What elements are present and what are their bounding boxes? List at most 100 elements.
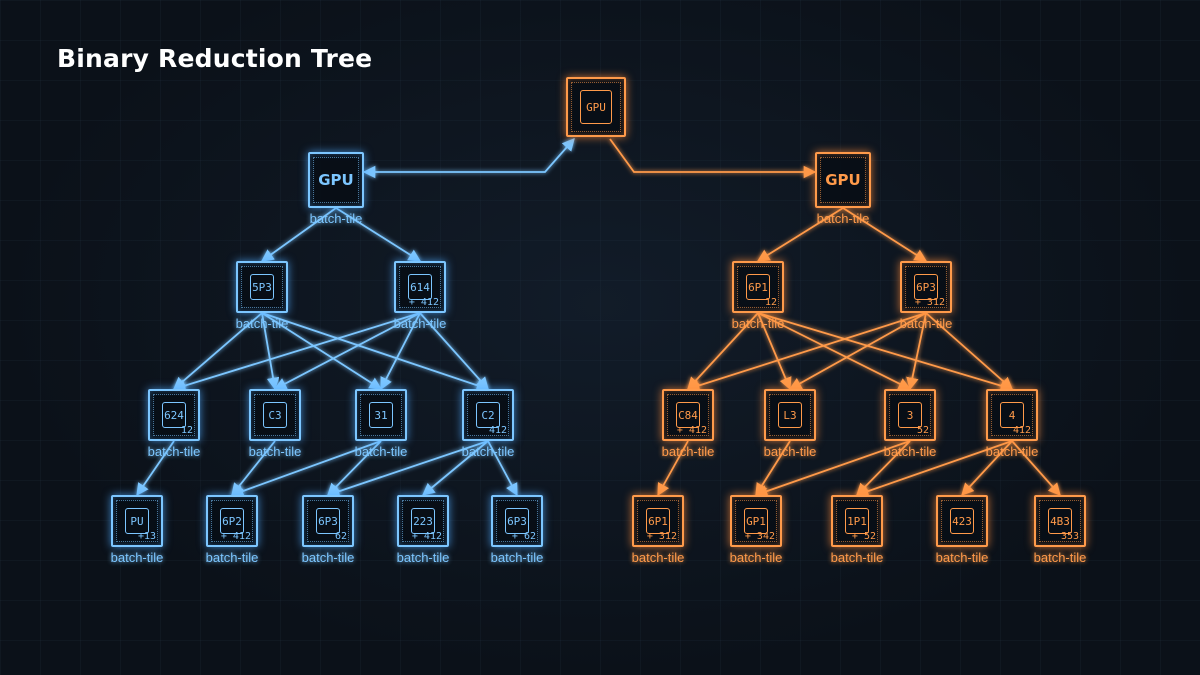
node-caption: batch-tile xyxy=(309,211,363,226)
right-edge-l1-l2 xyxy=(757,312,1014,392)
right-edge-l2-l3 xyxy=(657,440,689,497)
node-label: C3 xyxy=(263,402,287,428)
left-edge-l1-l2 xyxy=(173,312,263,390)
diagram-title: Binary Reduction Tree xyxy=(57,44,373,73)
node-sublabel: + 312 xyxy=(914,297,945,308)
node-caption: batch-tile xyxy=(883,444,937,459)
node-label: 6P3 xyxy=(505,508,529,534)
node-sublabel: 12 xyxy=(764,297,777,308)
node-label: 1P1 xyxy=(845,508,869,534)
left-edge-root-l1 xyxy=(335,207,422,262)
chip-icon: GPU xyxy=(566,77,626,137)
node-caption: batch-tile xyxy=(205,550,259,565)
chip-icon: 423 xyxy=(936,495,988,547)
left-edge-l1-l2 xyxy=(261,312,490,392)
node-label: 3 xyxy=(898,402,922,428)
node-sublabel: +13 xyxy=(137,531,156,542)
node-label: 6P1 xyxy=(646,508,670,534)
right-edge-root-l1 xyxy=(842,207,928,262)
node-caption: batch-tile xyxy=(110,550,164,565)
node-label: 223 xyxy=(411,508,435,534)
node-caption: batch-tile xyxy=(235,316,289,331)
node-caption: batch-tile xyxy=(830,550,884,565)
left-edge-l2-l3 xyxy=(422,440,489,496)
node-caption: batch-tile xyxy=(729,550,783,565)
node-label: 5P3 xyxy=(250,274,274,300)
chip-icon: 6P3+ 312 xyxy=(900,261,952,313)
node-label: 624 xyxy=(162,402,186,428)
left-edge-l2-l3 xyxy=(136,440,175,497)
chip-icon: GPU xyxy=(815,152,871,208)
right-edge-l1-l2 xyxy=(687,312,759,390)
node-caption: batch-tile xyxy=(985,444,1039,459)
node-sublabel: + 412 xyxy=(411,531,442,542)
node-caption: batch-tile xyxy=(661,444,715,459)
left-edge-l2-l3 xyxy=(326,440,489,498)
node-label: GP1 xyxy=(744,508,768,534)
right-edge-root-l1 xyxy=(756,207,844,262)
node-caption: batch-tile xyxy=(396,550,450,565)
node-label: 4B3 xyxy=(1048,508,1072,534)
chip-icon: 6P1+ 312 xyxy=(632,495,684,547)
right-edge-l2-l3 xyxy=(1011,440,1061,496)
right-edge-l1-l2 xyxy=(757,312,912,390)
node-sublabel: + 62 xyxy=(511,531,536,542)
node-caption: batch-tile xyxy=(147,444,201,459)
chip-icon: 31 xyxy=(355,389,407,441)
node-caption: batch-tile xyxy=(393,316,447,331)
node-sublabel: + 412 xyxy=(220,531,251,542)
node-label: GPU xyxy=(825,171,861,189)
top-to-left-link xyxy=(362,138,575,179)
node-sublabel: 412 xyxy=(488,425,507,436)
node-label: C2 xyxy=(476,402,500,428)
node-sublabel: + 52 xyxy=(851,531,876,542)
left-edge-l1-l2 xyxy=(419,312,489,390)
node-sublabel: + 412 xyxy=(408,297,439,308)
node-caption: batch-tile xyxy=(631,550,685,565)
node-sublabel: + 312 xyxy=(646,531,677,542)
right-edge-l1-l2 xyxy=(788,312,927,390)
node-label: GPU xyxy=(580,90,612,124)
node-sublabel: 62 xyxy=(334,531,347,542)
left-edge-l1-l2 xyxy=(261,312,383,390)
right-edge-l2-l3 xyxy=(754,440,911,498)
left-edge-l1-l2 xyxy=(380,312,421,391)
left-edge-l2-l3 xyxy=(487,440,518,497)
node-caption: batch-tile xyxy=(935,550,989,565)
left-edge-l1-l2 xyxy=(273,312,421,390)
node-caption: batch-tile xyxy=(763,444,817,459)
node-caption: batch-tile xyxy=(816,211,870,226)
node-sublabel: 412 xyxy=(1012,425,1031,436)
node-caption: batch-tile xyxy=(1033,550,1087,565)
chip-icon: C84+ 412 xyxy=(662,389,714,441)
node-caption: batch-tile xyxy=(490,550,544,565)
top-to-right-link xyxy=(609,138,817,179)
chip-icon: C3 xyxy=(249,389,301,441)
right-edge-l2-l3 xyxy=(961,440,1013,496)
node-label: PU xyxy=(125,508,149,534)
right-edge-l2-l3 xyxy=(855,440,1013,498)
node-label: L3 xyxy=(778,402,802,428)
right-edge-l1-l2 xyxy=(686,312,927,392)
node-caption: batch-tile xyxy=(248,444,302,459)
node-label: 6P2 xyxy=(220,508,244,534)
node-caption: batch-tile xyxy=(301,550,355,565)
node-caption: batch-tile xyxy=(899,316,953,331)
node-label: C84 xyxy=(676,402,700,428)
node-label: GPU xyxy=(318,171,354,189)
chip-icon: 614+ 412 xyxy=(394,261,446,313)
chip-icon: GPU xyxy=(308,152,364,208)
right-edge-l1-l2 xyxy=(757,312,792,391)
node-sublabel: + 412 xyxy=(676,425,707,436)
chip-icon: 223+ 412 xyxy=(397,495,449,547)
chip-icon: PU+13 xyxy=(111,495,163,547)
